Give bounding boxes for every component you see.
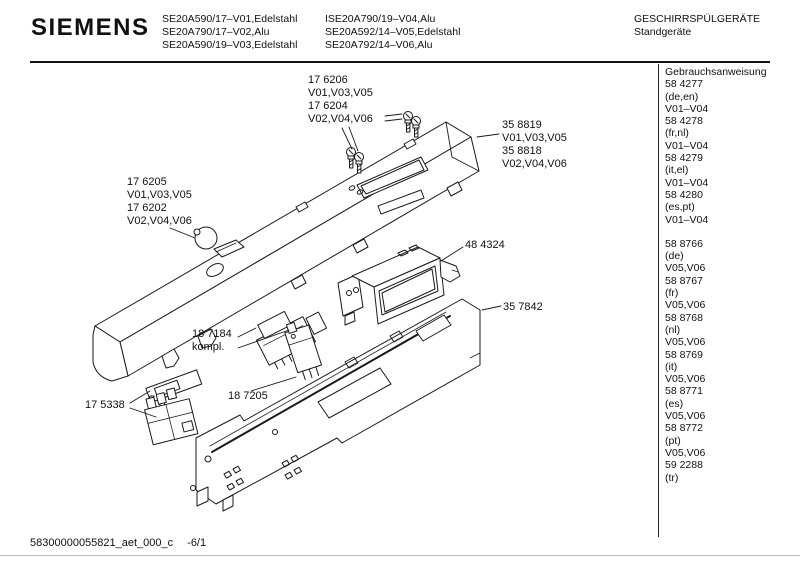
manual-languages: (pt) bbox=[665, 434, 681, 447]
manual-entry: 58 8769 (it) V05,V06 bbox=[665, 349, 795, 386]
header-divider bbox=[30, 61, 770, 63]
manual-languages: (nl) bbox=[665, 323, 681, 336]
leader-line bbox=[251, 377, 296, 391]
manual-languages: (de,en) bbox=[665, 90, 699, 103]
manual-code: 58 8771 bbox=[665, 385, 703, 398]
model-entry: SE20A790/17–V02,Alu bbox=[162, 26, 270, 38]
siemens-logo: SIEMENS bbox=[31, 14, 150, 41]
leader-line bbox=[342, 128, 352, 149]
manual-entry: 58 4278 (fr,nl) V01–V04 bbox=[665, 115, 795, 152]
model-entry: SE20A590/19–V03,Edelstahl bbox=[162, 39, 298, 51]
leader-line bbox=[130, 391, 150, 403]
part-label-switch-assembly: 18 7184 kompl. bbox=[192, 328, 232, 353]
display-module-drawing bbox=[338, 245, 460, 325]
control-housing-drawing bbox=[191, 299, 481, 511]
manual-languages: (es,pt) bbox=[665, 201, 695, 214]
leader-line bbox=[385, 119, 402, 121]
manual-languages: (it,el) bbox=[665, 164, 689, 177]
leader-line bbox=[385, 114, 402, 116]
manual-code: 58 4280 bbox=[665, 188, 703, 201]
manual-entry: 58 8767 (fr) V05,V06 bbox=[665, 275, 795, 312]
manual-code: 58 8766 bbox=[665, 237, 703, 250]
manual-variants: V05,V06 bbox=[665, 336, 706, 349]
manual-code: 58 8772 bbox=[665, 422, 703, 435]
mains-switch-drawing bbox=[141, 370, 202, 445]
manual-variants: V01–V04 bbox=[665, 213, 709, 226]
screw-icons bbox=[347, 112, 421, 174]
manual-entry: 59 2288 (tr) bbox=[665, 459, 795, 496]
device-type: Standgeräte bbox=[634, 26, 692, 38]
manual-entry: 58 4279 (it,el) V01–V04 bbox=[665, 152, 795, 189]
leader-line bbox=[238, 328, 256, 337]
knob-drawing bbox=[194, 227, 244, 257]
manuals-group-v05-v06: 58 8766 (de) V05,V06 58 8767 (fr) V05,V0… bbox=[665, 238, 795, 496]
manual-variants: V05,V06 bbox=[665, 446, 706, 459]
manual-languages: (tr) bbox=[665, 471, 679, 484]
part-label-control-housing: 35 7842 bbox=[503, 301, 543, 313]
manual-entry: 58 4277 (de,en) V01–V04 bbox=[665, 78, 795, 115]
model-entry: ISE20A790/19–V04,Alu bbox=[325, 13, 436, 25]
manual-variants: V05,V06 bbox=[665, 262, 706, 275]
part-label-fascia-panel: 35 8819 V01,V03,V05 35 8818 V02,V04,V06 bbox=[502, 119, 567, 170]
manual-code: 58 8769 bbox=[665, 348, 703, 361]
fascia-panel-drawing bbox=[93, 122, 479, 381]
product-category: GESCHIRRSPÜLGERÄTE bbox=[634, 13, 761, 25]
manual-languages: (it) bbox=[665, 360, 678, 373]
manual-languages: (fr,nl) bbox=[665, 127, 689, 140]
screw-icon bbox=[412, 117, 421, 138]
manuals-group-v01-v04: 58 4277 (de,en) V01–V04 58 4278 (fr,nl) … bbox=[665, 78, 795, 226]
model-entry: SE20A592/14–V05,Edelstahl bbox=[325, 26, 461, 38]
manual-entry: 58 4280 (es,pt) V01–V04 bbox=[665, 189, 795, 226]
document-id: 58300000055821_aet_000_c bbox=[30, 537, 174, 549]
manual-entry: 58 8772 (pt) V05,V06 bbox=[665, 422, 795, 459]
manuals-sidebar: Gebrauchsanweisung 58 4277 (de,en) V01–V… bbox=[665, 66, 795, 496]
leader-line bbox=[477, 134, 499, 137]
part-label-mains-switch: 17 5338 bbox=[85, 399, 125, 411]
manual-entry: 58 8771 (es) V05,V06 bbox=[665, 385, 795, 422]
manual-variants: V05,V06 bbox=[665, 299, 706, 312]
product-category-block: GESCHIRRSPÜLGERÄTE Standgeräte bbox=[634, 13, 760, 39]
part-label-switch: 18 7205 bbox=[228, 390, 268, 402]
manual-code: 58 8768 bbox=[665, 311, 703, 324]
sidebar-title: Gebrauchsanweisung bbox=[665, 66, 767, 78]
part-label-fascia-screws: 17 6206 V01,V03,V05 17 6204 V02,V04,V06 bbox=[308, 74, 373, 125]
manual-variants: V05,V06 bbox=[665, 373, 706, 386]
leader-line bbox=[482, 306, 501, 310]
model-entry: SE20A792/14–V06,Alu bbox=[325, 39, 433, 51]
leader-line bbox=[170, 228, 195, 238]
page-bottom-edge bbox=[0, 555, 800, 556]
leader-line bbox=[130, 408, 156, 417]
screw-icon bbox=[355, 153, 364, 174]
manual-code: 58 4278 bbox=[665, 115, 703, 128]
leader-line bbox=[441, 247, 463, 261]
manual-languages: (fr) bbox=[665, 287, 679, 300]
manual-code: 58 8767 bbox=[665, 274, 703, 287]
manual-languages: (de) bbox=[665, 250, 684, 263]
screw-icon bbox=[404, 112, 413, 133]
manual-languages: (es) bbox=[665, 397, 684, 410]
manual-code: 58 4279 bbox=[665, 152, 703, 165]
manual-variants: V01–V04 bbox=[665, 176, 709, 189]
switch-drawing bbox=[283, 318, 325, 381]
leader-line bbox=[238, 330, 289, 348]
part-label-display-module: 48 4324 bbox=[465, 239, 505, 251]
footer: 58300000055821_aet_000_c -6/1 bbox=[30, 537, 206, 549]
manual-code: 59 2288 bbox=[665, 459, 703, 472]
sidebar-divider bbox=[658, 64, 659, 537]
manual-code: 58 4277 bbox=[665, 78, 703, 91]
manual-entry: 58 8768 (nl) V05,V06 bbox=[665, 312, 795, 349]
leader-line bbox=[349, 127, 358, 151]
leader-lines bbox=[130, 114, 501, 417]
manual-variants: V01–V04 bbox=[665, 139, 709, 152]
page-number: -6/1 bbox=[187, 537, 207, 549]
manual-variants: V01–V04 bbox=[665, 102, 709, 115]
model-entry: SE20A590/17–V01,Edelstahl bbox=[162, 13, 298, 25]
manual-variants: V05,V06 bbox=[665, 410, 706, 423]
manual-entry: 58 8766 (de) V05,V06 bbox=[665, 238, 795, 275]
screw-icon bbox=[347, 148, 356, 169]
part-label-knob: 17 6205 V01,V03,V05 17 6202 V02,V04,V06 bbox=[127, 176, 192, 227]
